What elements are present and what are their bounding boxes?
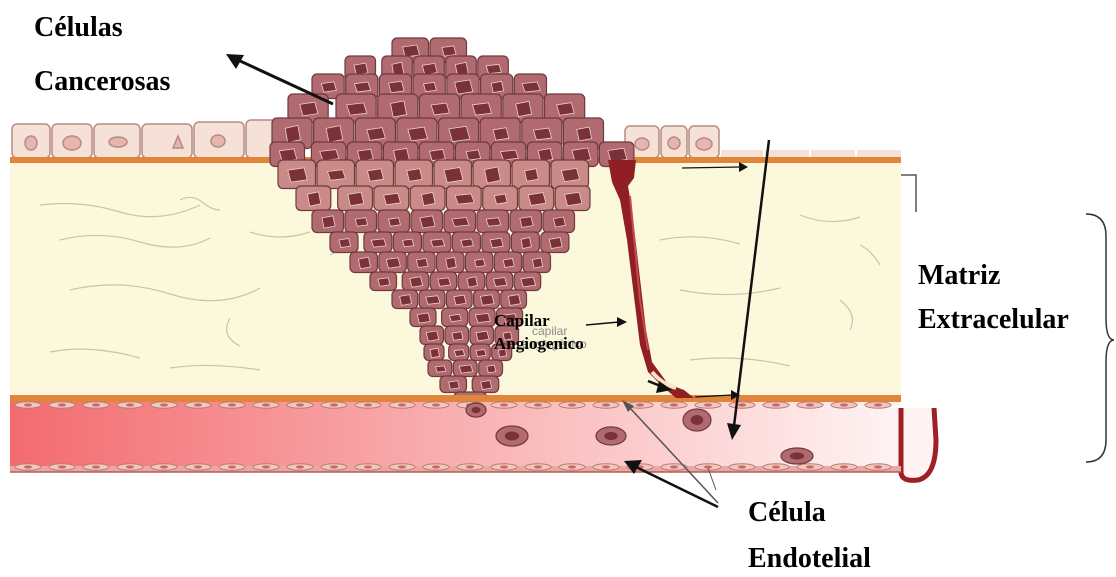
label-angiogenic-capillary: Capilar Angiogenico bbox=[494, 310, 584, 355]
label-matrix-line2: Extracelular bbox=[918, 302, 1069, 338]
right-curly-brace bbox=[1086, 214, 1114, 462]
matrix-right-bracket-line bbox=[901, 175, 916, 212]
lower-basement-membrane bbox=[10, 395, 901, 402]
upper-epithelium-left bbox=[12, 120, 282, 158]
vessel-opening bbox=[901, 408, 936, 480]
label-cancer-cells-line2: Cancerosas bbox=[34, 64, 170, 100]
arrow-endothelial-lower bbox=[636, 467, 718, 507]
blood-vessel bbox=[10, 402, 901, 470]
label-endothelial-line1: Célula bbox=[748, 495, 871, 531]
label-capillary-line2: Angiogenico bbox=[494, 333, 584, 355]
label-capillary-line1: Capilar bbox=[494, 310, 584, 332]
label-cancer-cells: Células Cancerosas bbox=[34, 10, 170, 100]
label-extracellular-matrix: Matriz Extracelular bbox=[918, 258, 1069, 338]
label-endothelial-cell: Célula Endotelial bbox=[748, 495, 871, 577]
upper-epithelium-right bbox=[625, 126, 901, 160]
label-matrix-line1: Matriz bbox=[918, 258, 1069, 294]
label-endothelial-line2: Endotelial bbox=[748, 541, 871, 577]
label-cancer-cells-line1: Células bbox=[34, 10, 170, 46]
